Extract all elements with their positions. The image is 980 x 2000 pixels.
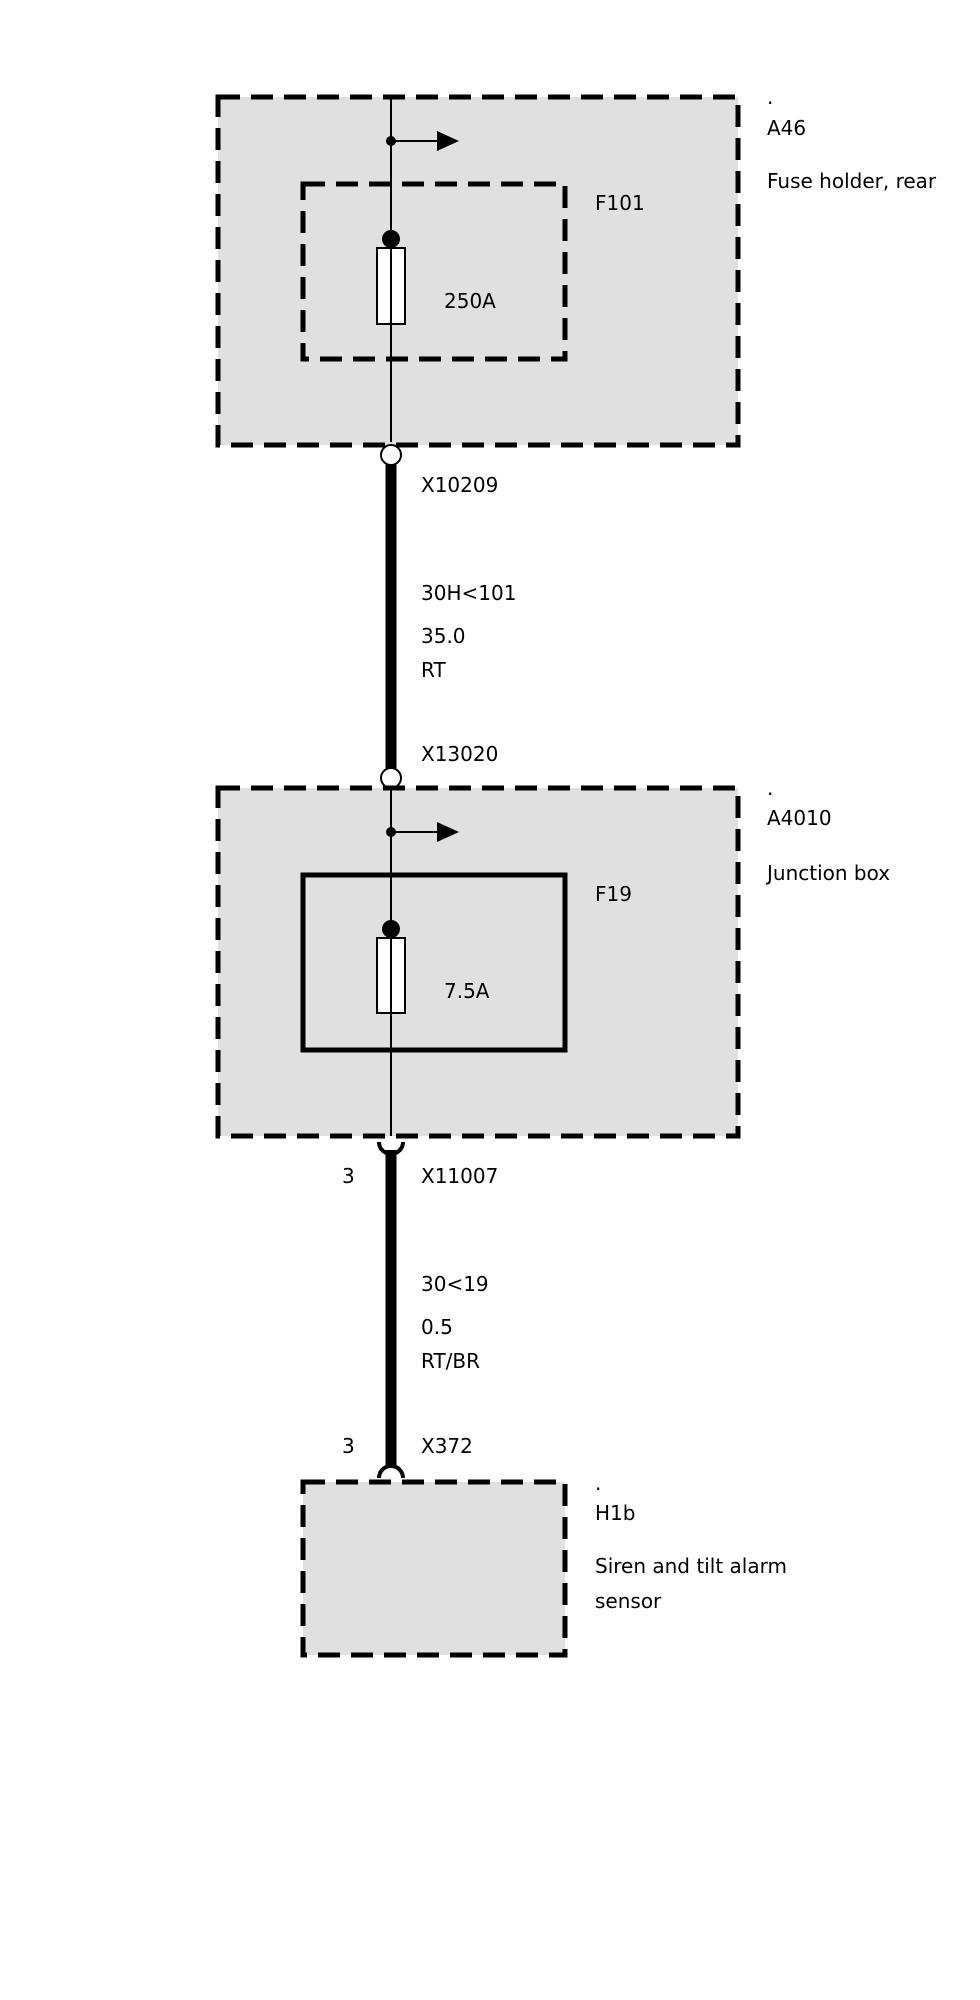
component-name-a4010: Junction box	[765, 861, 890, 885]
component-dot-a46: .	[767, 85, 773, 109]
junction-box	[215, 785, 741, 1139]
connector-x372-pin: 3	[342, 1434, 355, 1458]
junction-box-a4010: 7.5A F19 . A4010 Junction box	[215, 776, 890, 1139]
component-dot-h1b: .	[595, 1471, 601, 1495]
fuse-f101-box	[300, 181, 568, 362]
connector-x372-id: X372	[421, 1434, 473, 1458]
connector-x11007-id: X11007	[421, 1164, 498, 1188]
connector-x13020-symbol	[380, 767, 402, 789]
fuse-holder-box	[215, 94, 741, 448]
component-name-a46: Fuse holder, rear	[767, 169, 937, 193]
siren-h1b: . H1b Siren and tilt alarm sensor	[300, 1471, 787, 1658]
fuse-f101-rating: 250A	[444, 289, 496, 313]
fuse-f19-box	[300, 872, 568, 1053]
connector-x11007-pin: 3	[342, 1164, 355, 1188]
fuse-f19-id: F19	[595, 882, 632, 906]
component-dot-a4010: .	[767, 776, 773, 800]
wire-1-size: 35.0	[421, 624, 466, 648]
fuse-holder-a46: 250A F101 . A46 Fuse holder, rear	[215, 85, 937, 448]
wire-2-circuit: 30<19	[421, 1272, 489, 1296]
fuse-f101-id: F101	[595, 191, 645, 215]
component-id-h1b: H1b	[595, 1501, 635, 1525]
connector-x10209-symbol	[380, 444, 402, 466]
component-id-a46: A46	[767, 116, 806, 140]
fuse-terminal-dot	[382, 230, 400, 248]
wire-1-color: RT	[421, 658, 446, 682]
connector-x13020-id: X13020	[421, 742, 498, 766]
wire-1-circuit: 30H<101	[421, 581, 516, 605]
arrow-right-icon	[437, 822, 459, 842]
fuse-terminal-dot	[382, 920, 400, 938]
fuse-f19-rating: 7.5A	[444, 979, 490, 1003]
connector-x10209-id: X10209	[421, 473, 498, 497]
wire-2-size: 0.5	[421, 1315, 453, 1339]
arrow-right-icon	[437, 131, 459, 151]
component-name-h1b-line1: Siren and tilt alarm	[595, 1554, 787, 1578]
siren-box	[300, 1479, 568, 1658]
component-id-a4010: A4010	[767, 806, 832, 830]
component-name-h1b-line2: sensor	[595, 1589, 662, 1613]
wire-2-color: RT/BR	[421, 1349, 480, 1373]
connector-x372-symbol	[377, 1464, 405, 1479]
